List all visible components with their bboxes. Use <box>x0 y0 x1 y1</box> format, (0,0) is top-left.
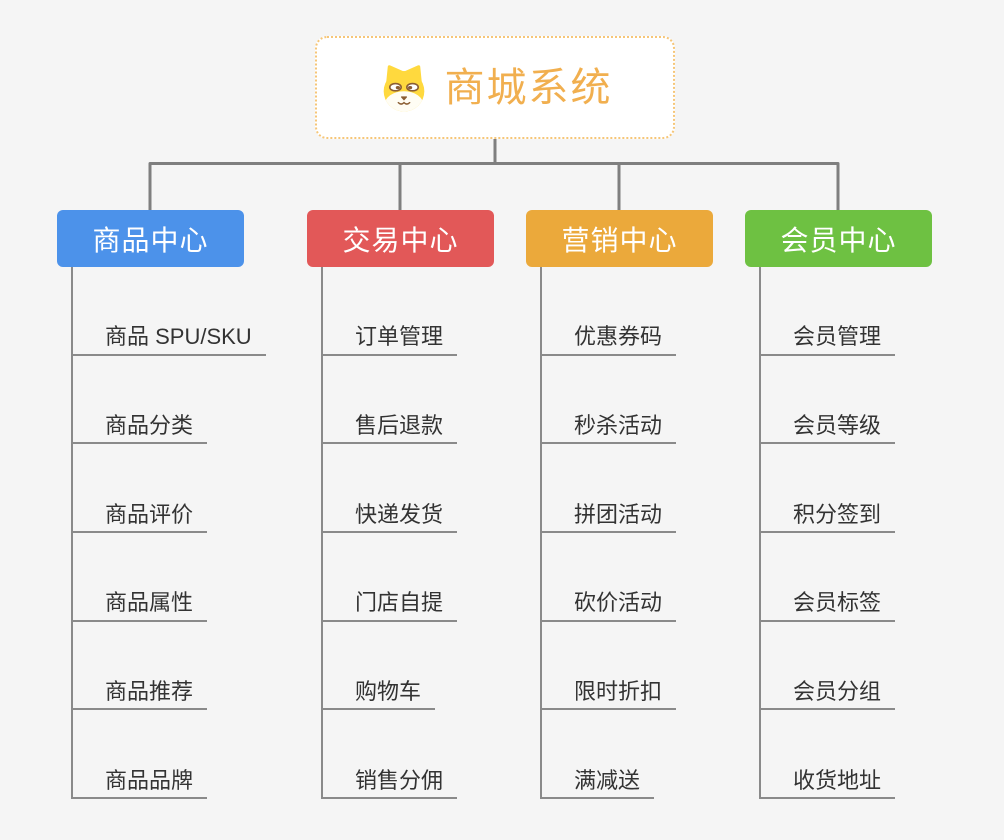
child-node[interactable]: 会员标签 <box>761 533 896 622</box>
root-node-title: 商城系统 <box>444 65 613 110</box>
child-node[interactable]: 商品推荐 <box>73 622 266 711</box>
child-node[interactable]: 满减送 <box>542 710 676 800</box>
child-node[interactable]: 积分签到 <box>761 444 896 534</box>
shiba-dog-icon <box>383 64 424 112</box>
child-node[interactable]: 会员等级 <box>761 356 896 445</box>
child-node[interactable]: 购物车 <box>323 622 457 711</box>
child-node[interactable]: 商品 SPU/SKU <box>73 267 266 356</box>
branch-column-product: 商品中心 商品 SPU/SKU 商品分类 商品评价 商品属性 商品推荐 商品品牌 <box>57 210 266 800</box>
child-node[interactable]: 秒杀活动 <box>542 356 677 445</box>
branch-node-product-center[interactable]: 商品中心 <box>57 210 244 267</box>
child-node[interactable]: 商品分类 <box>73 356 266 445</box>
child-node[interactable]: 销售分佣 <box>323 710 458 800</box>
child-node[interactable]: 砍价活动 <box>542 533 677 622</box>
child-node[interactable]: 限时折扣 <box>542 622 677 711</box>
branch-node-trade-center[interactable]: 交易中心 <box>307 210 494 267</box>
child-node[interactable]: 订单管理 <box>323 267 458 356</box>
branch-column-trade: 交易中心 订单管理 售后退款 快递发货 门店自提 购物车 销售分佣 <box>307 210 494 800</box>
branch-column-marketing: 营销中心 优惠券码 秒杀活动 拼团活动 砍价活动 限时折扣 满减送 <box>526 210 713 800</box>
branch-children: 订单管理 售后退款 快递发货 门店自提 购物车 销售分佣 <box>321 267 458 800</box>
child-node[interactable]: 优惠券码 <box>542 267 677 356</box>
child-node[interactable]: 门店自提 <box>323 533 458 622</box>
branch-column-member: 会员中心 会员管理 会员等级 积分签到 会员标签 会员分组 收货地址 <box>745 210 932 800</box>
branch-children: 优惠券码 秒杀活动 拼团活动 砍价活动 限时折扣 满减送 <box>540 267 677 800</box>
child-node[interactable]: 商品评价 <box>73 444 266 534</box>
child-node[interactable]: 商品属性 <box>73 533 266 622</box>
child-node[interactable]: 收货地址 <box>761 710 896 800</box>
child-node[interactable]: 售后退款 <box>323 356 458 445</box>
root-node[interactable]: 商城系统 <box>315 36 675 139</box>
branch-node-member-center[interactable]: 会员中心 <box>745 210 932 267</box>
branch-node-marketing-center[interactable]: 营销中心 <box>526 210 713 267</box>
branch-children: 商品 SPU/SKU 商品分类 商品评价 商品属性 商品推荐 商品品牌 <box>71 267 266 800</box>
child-node[interactable]: 会员管理 <box>761 267 896 356</box>
branch-children: 会员管理 会员等级 积分签到 会员标签 会员分组 收货地址 <box>759 267 896 800</box>
child-node[interactable]: 商品品牌 <box>73 710 266 800</box>
child-node[interactable]: 会员分组 <box>761 622 896 711</box>
child-node[interactable]: 快递发货 <box>323 444 458 534</box>
child-node[interactable]: 拼团活动 <box>542 444 677 534</box>
